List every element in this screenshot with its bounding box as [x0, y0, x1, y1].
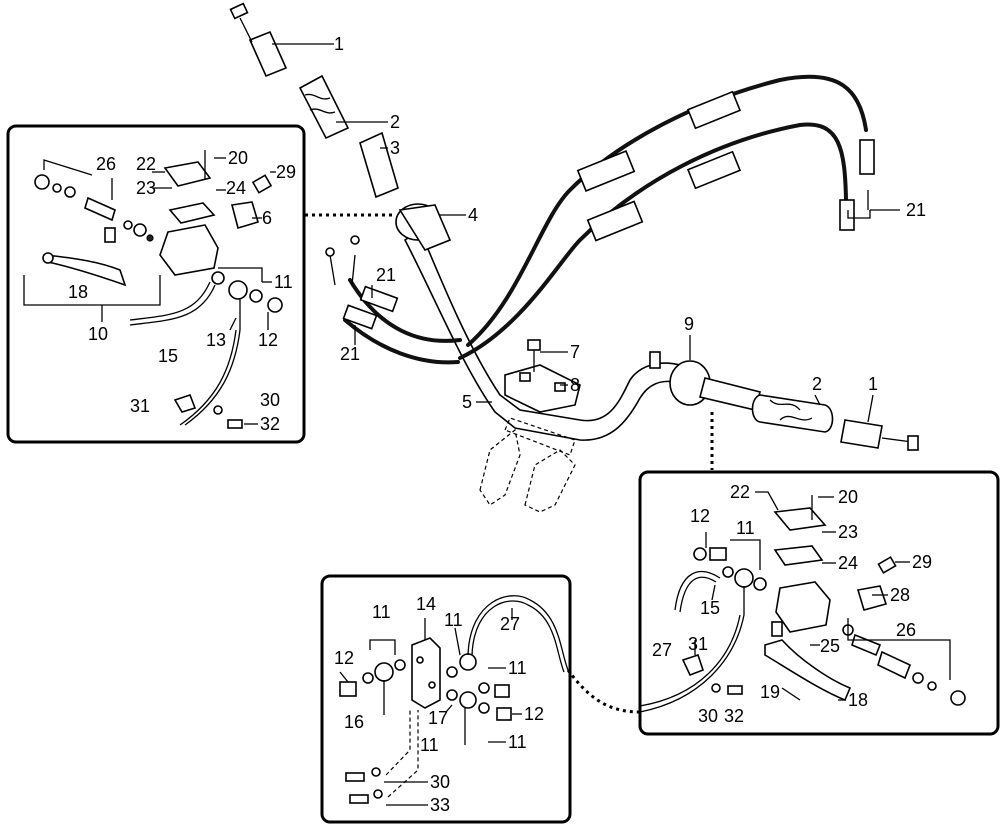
callout-bottom: 16 — [344, 712, 364, 732]
callout-right: 27 — [652, 640, 672, 660]
callout-main: 21 — [340, 344, 360, 364]
callout-right: 12 — [690, 506, 710, 526]
callout-left: 31 — [130, 396, 150, 416]
callout-bottom: 33 — [430, 795, 450, 815]
callout-left: 29 — [276, 162, 296, 182]
callout-left: 10 — [88, 324, 108, 344]
callout-right: 19 — [760, 682, 780, 702]
callout-bottom: 11 — [372, 602, 391, 622]
callout-right: 20 — [838, 487, 858, 507]
callout-left: 20 — [228, 148, 248, 168]
callout-left: 24 — [226, 178, 246, 198]
callout-left: 12 — [258, 330, 278, 350]
callout-main: 9 — [684, 314, 694, 334]
callout-bottom: 11 — [508, 658, 527, 678]
callout-right: 22 — [730, 482, 750, 502]
callout-left: 18 — [68, 282, 88, 302]
callout-left: 22 — [136, 154, 156, 174]
callout-main: 8 — [570, 375, 580, 395]
callout-bottom: 11 — [508, 732, 527, 752]
callout-right: 32 — [724, 706, 744, 726]
rear-hose-junction — [320, 574, 572, 824]
callout-main: 2 — [812, 374, 822, 394]
callout-right: 24 — [838, 553, 858, 573]
callout-right: 23 — [838, 522, 858, 542]
callout-right: 29 — [912, 552, 932, 572]
callout-main: 21 — [906, 200, 926, 220]
callout-main: 1 — [334, 34, 344, 54]
left-brake-assembly — [6, 124, 306, 444]
callout-right: 26 — [896, 620, 916, 640]
callout-left: 11 — [274, 272, 293, 292]
callout-bottom: 11 — [444, 610, 463, 630]
callout-bottom: 12 — [524, 704, 544, 724]
callout-left: 6 — [262, 208, 272, 228]
callout-main: 3 — [390, 138, 400, 158]
callout-right: 31 — [688, 634, 708, 654]
callout-right: 18 — [848, 690, 868, 710]
callout-left: 15 — [158, 346, 178, 366]
callout-main: 21 — [376, 265, 396, 285]
callout-left: 13 — [206, 330, 226, 350]
callout-left: 26 — [96, 154, 116, 174]
callout-bottom: 14 — [416, 594, 436, 614]
callout-bottom: 12 — [334, 648, 354, 668]
callout-right: 30 — [698, 706, 718, 726]
handlebar-assembly — [229, 2, 919, 714]
callout-right: 11 — [736, 518, 755, 538]
callout-bottom: 30 — [430, 772, 450, 792]
callout-left: 32 — [260, 414, 280, 434]
callout-bottom: 11 — [420, 735, 439, 755]
callout-right: 28 — [890, 585, 910, 605]
callout-right: 15 — [700, 598, 720, 618]
callout-right: 25 — [820, 636, 840, 656]
callout-main: 5 — [462, 392, 472, 412]
callout-main: 4 — [468, 205, 478, 225]
callout-main: 2 — [390, 112, 400, 132]
callout-bottom: 17 — [428, 708, 448, 728]
right-brake-assembly — [638, 470, 1000, 736]
callout-bottom: 27 — [500, 614, 520, 634]
callout-main: 7 — [570, 342, 580, 362]
callout-main: 1 — [868, 374, 878, 394]
callout-left: 23 — [136, 178, 156, 198]
callout-labels: 1 2 3 4 5 7 8 9 2 1 21 21 21 26 22 20 29… — [68, 34, 932, 815]
callout-left: 30 — [260, 390, 280, 410]
